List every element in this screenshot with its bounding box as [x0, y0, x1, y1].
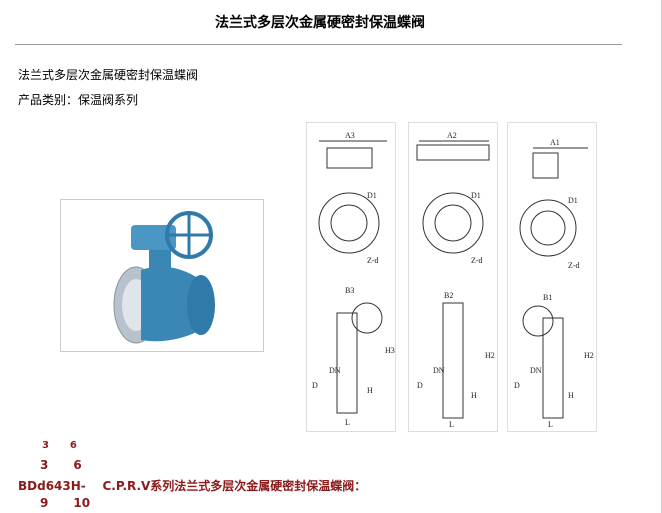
page-title: 法兰式多层次金属硬密封保温蝶阀: [215, 15, 425, 31]
svg-text:H: H: [568, 391, 574, 400]
svg-text:H3: H3: [385, 346, 395, 355]
svg-text:H: H: [471, 391, 477, 400]
product-category: 产品类别：保温阀系列: [18, 93, 139, 107]
svg-text:L: L: [345, 418, 350, 427]
red-text-row-2: 3 6: [40, 458, 82, 472]
svg-text:B3: B3: [345, 286, 354, 295]
svg-text:Z-d: Z-d: [568, 261, 580, 270]
svg-text:DN: DN: [530, 366, 542, 375]
svg-text:H2: H2: [584, 351, 594, 360]
svg-text:A3: A3: [345, 131, 355, 140]
svg-text:DN: DN: [329, 366, 341, 375]
svg-text:Z-d: Z-d: [367, 256, 379, 265]
red-text-row-1: 3 6: [42, 440, 77, 451]
svg-text:B2: B2: [444, 291, 453, 300]
svg-text:H: H: [367, 386, 373, 395]
svg-text:Z-d: Z-d: [471, 256, 483, 265]
svg-text:D: D: [417, 381, 423, 390]
svg-text:L: L: [449, 420, 454, 429]
red-text-row-3: BDd643H- C.P.R.V系列法兰式多层次金属硬密封保温蝶阀：: [18, 479, 367, 493]
svg-text:DN: DN: [433, 366, 445, 375]
divider: [15, 44, 622, 45]
svg-text:L: L: [548, 420, 553, 429]
product-photo: [60, 199, 264, 352]
svg-text:A2: A2: [447, 131, 457, 140]
svg-text:D: D: [514, 381, 520, 390]
svg-text:H2: H2: [485, 351, 495, 360]
product-name: 法兰式多层次金属硬密封保温蝶阀: [18, 68, 199, 82]
red-text-row-4: 9 10: [40, 496, 91, 510]
svg-text:D1: D1: [471, 191, 481, 200]
svg-text:D: D: [312, 381, 318, 390]
svg-text:A1: A1: [550, 138, 560, 147]
svg-text:D1: D1: [367, 191, 377, 200]
butterfly-valve-image: [113, 211, 215, 344]
svg-text:B1: B1: [543, 293, 552, 302]
svg-text:D1: D1: [568, 196, 578, 205]
